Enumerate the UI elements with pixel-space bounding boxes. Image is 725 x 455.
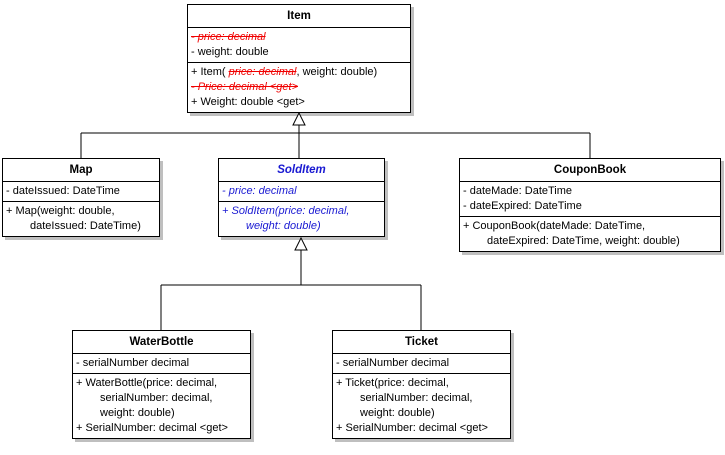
class-ticket-title: Ticket — [404, 336, 439, 348]
method-waterbottle-constructor-line2: serialNumber: decimal, — [100, 392, 213, 404]
method-ticket-constructor-line1: + Ticket(price: decimal, — [336, 377, 449, 389]
class-map-title: Map — [69, 164, 93, 176]
class-item-methods: + Item( price: decimal, weight: double) … — [188, 62, 410, 112]
attribute-serial-number: - serialNumber decimal — [336, 357, 450, 369]
attribute-date-issued: - dateIssued: DateTime — [6, 185, 120, 197]
class-couponbook[interactable]: CouponBook - dateMade: DateTime - dateEx… — [459, 158, 721, 252]
class-couponbook-title: CouponBook — [553, 164, 627, 176]
method-item-constructor: + Item( price: decimal, weight: double) — [188, 65, 410, 80]
class-item-title: Item — [287, 10, 311, 22]
class-item-attributes: - price: decimal - weight: double — [188, 27, 410, 62]
method-couponbook-constructor-line1: + CouponBook(dateMade: DateTime, — [463, 220, 646, 232]
class-waterbottle-attributes: - serialNumber decimal — [73, 353, 250, 373]
constructor-suffix-text: , weight: double) — [296, 66, 378, 78]
class-map-methods: + Map(weight: double, dateIssued: DateTi… — [3, 201, 159, 236]
method-solditem-constructor-line1: + SoldItem(price: decimal, — [222, 205, 350, 217]
class-waterbottle-title: WaterBottle — [129, 336, 194, 348]
class-solditem[interactable]: SoldItem - price: decimal + SoldItem(pri… — [218, 158, 385, 237]
method-weight-getter: + Weight: double <get> — [191, 96, 305, 108]
method-waterbottle-constructor-line3: weight: double) — [100, 407, 175, 419]
inheritance-arrow-icon — [292, 111, 306, 126]
attribute-date-expired: - dateExpired: DateTime — [463, 200, 582, 212]
class-waterbottle-methods: + WaterBottle(price: decimal, serialNumb… — [73, 373, 250, 438]
method-solditem-constructor-line2: weight: double) — [246, 220, 321, 232]
constructor-removed-parameter: price: decimal — [228, 66, 297, 78]
method-price-getter-removed: - Price: decimal <get> — [191, 81, 298, 93]
inheritance-arrow-icon — [294, 236, 308, 251]
class-waterbottle[interactable]: WaterBottle - serialNumber decimal + Wat… — [72, 330, 251, 439]
class-solditem-title: SoldItem — [277, 164, 326, 176]
class-ticket-attributes: - serialNumber decimal — [333, 353, 510, 373]
inheritance-connector-to-item[interactable] — [80, 111, 591, 158]
attribute-serial-number: - serialNumber decimal — [76, 357, 190, 369]
inheritance-connector-to-solditem[interactable] — [160, 236, 422, 330]
class-map-attributes: - dateIssued: DateTime — [3, 181, 159, 201]
method-ticket-constructor-line2: serialNumber: decimal, — [360, 392, 473, 404]
attribute-price: - price: decimal — [222, 185, 297, 197]
attribute-weight: - weight: double — [191, 46, 269, 58]
class-ticket[interactable]: Ticket - serialNumber decimal + Ticket(p… — [332, 330, 511, 439]
class-couponbook-attributes: - dateMade: DateTime - dateExpired: Date… — [460, 181, 720, 216]
method-map-constructor-line2: dateIssued: DateTime) — [30, 220, 141, 232]
method-couponbook-constructor-line2: dateExpired: DateTime, weight: double) — [487, 235, 680, 247]
attribute-date-made: - dateMade: DateTime — [463, 185, 573, 197]
attribute-price-removed: - price: decimal — [191, 31, 266, 43]
class-item[interactable]: Item - price: decimal - weight: double +… — [187, 4, 411, 113]
class-solditem-methods: + SoldItem(price: decimal, weight: doubl… — [219, 201, 384, 236]
method-waterbottle-constructor-line1: + WaterBottle(price: decimal, — [76, 377, 218, 389]
class-map[interactable]: Map - dateIssued: DateTime + Map(weight:… — [2, 158, 160, 237]
class-solditem-attributes: - price: decimal — [219, 181, 384, 201]
method-map-constructor-line1: + Map(weight: double, — [6, 205, 115, 217]
class-ticket-methods: + Ticket(price: decimal, serialNumber: d… — [333, 373, 510, 438]
constructor-prefix-text: + Item( — [191, 66, 229, 78]
method-serialnumber-getter: + SerialNumber: decimal <get> — [76, 422, 228, 434]
class-couponbook-methods: + CouponBook(dateMade: DateTime, dateExp… — [460, 216, 720, 251]
method-serialnumber-getter: + SerialNumber: decimal <get> — [336, 422, 488, 434]
method-ticket-constructor-line3: weight: double) — [360, 407, 435, 419]
